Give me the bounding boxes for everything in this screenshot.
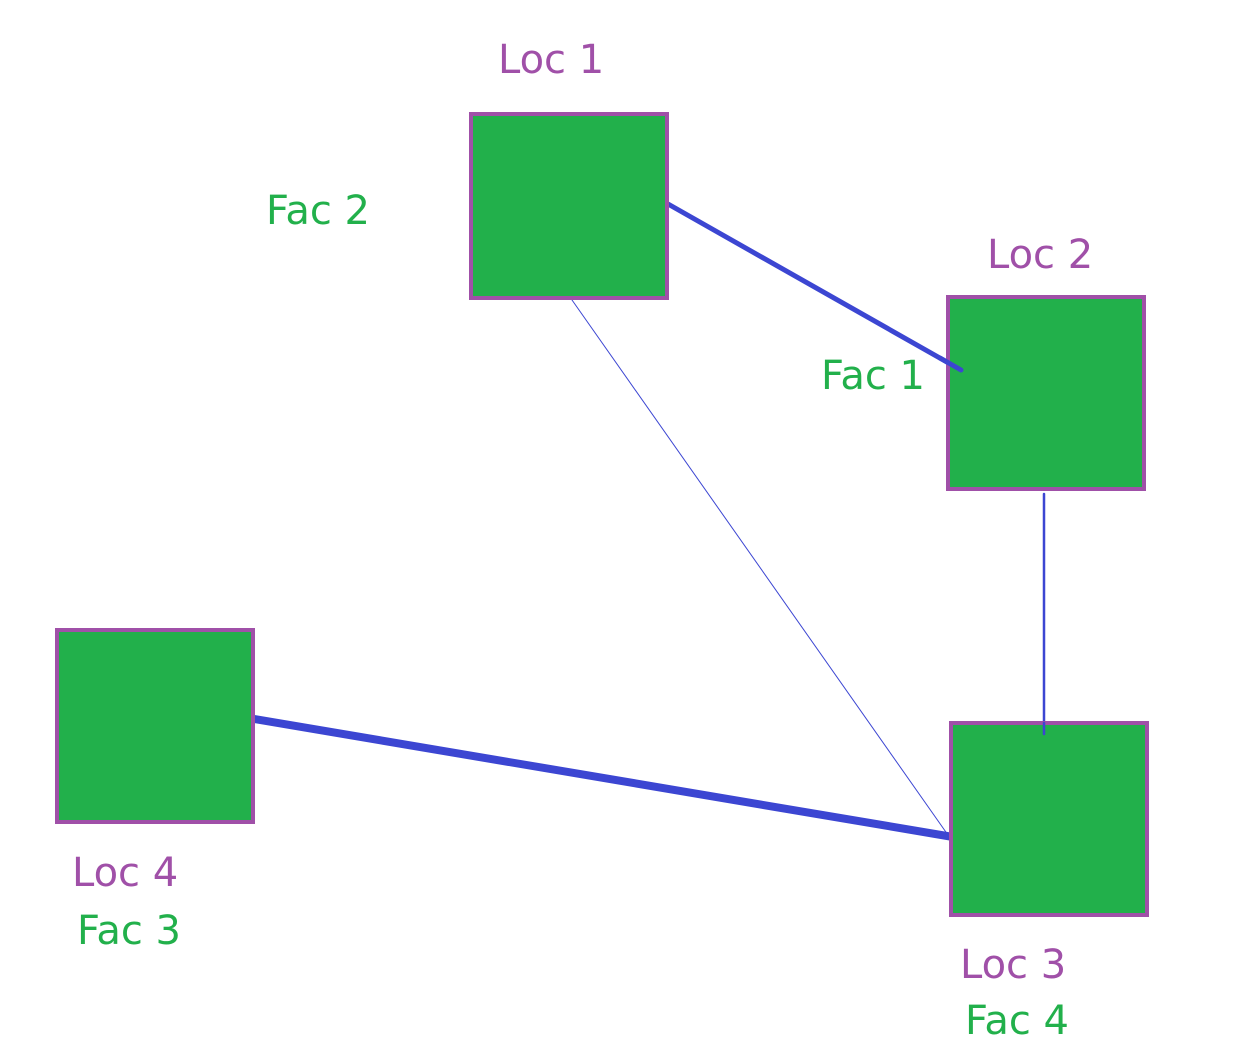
location-box-loc3[interactable] [949,721,1149,917]
link-loc1-loc2 [665,201,964,373]
link-loc1-loc3 [571,299,956,846]
facility-label-fac4: Fac 4 [965,998,1070,1044]
facility-label-fac1: Fac 1 [821,353,926,399]
facility-label-fac2: Fac 2 [266,188,371,234]
location-box-loc1[interactable] [469,112,669,300]
link-loc1-loc2-overlay [937,355,964,373]
location-box-loc2[interactable] [946,295,1146,491]
link-loc4-loc3 [250,715,957,841]
location-label-loc4: Loc 4 [72,850,179,896]
location-label-loc2: Loc 2 [987,232,1094,278]
facility-label-fac3: Fac 3 [77,908,182,954]
location-label-loc3: Loc 3 [960,942,1067,988]
location-box-loc4[interactable] [55,628,255,824]
location-label-loc1: Loc 1 [498,37,605,83]
